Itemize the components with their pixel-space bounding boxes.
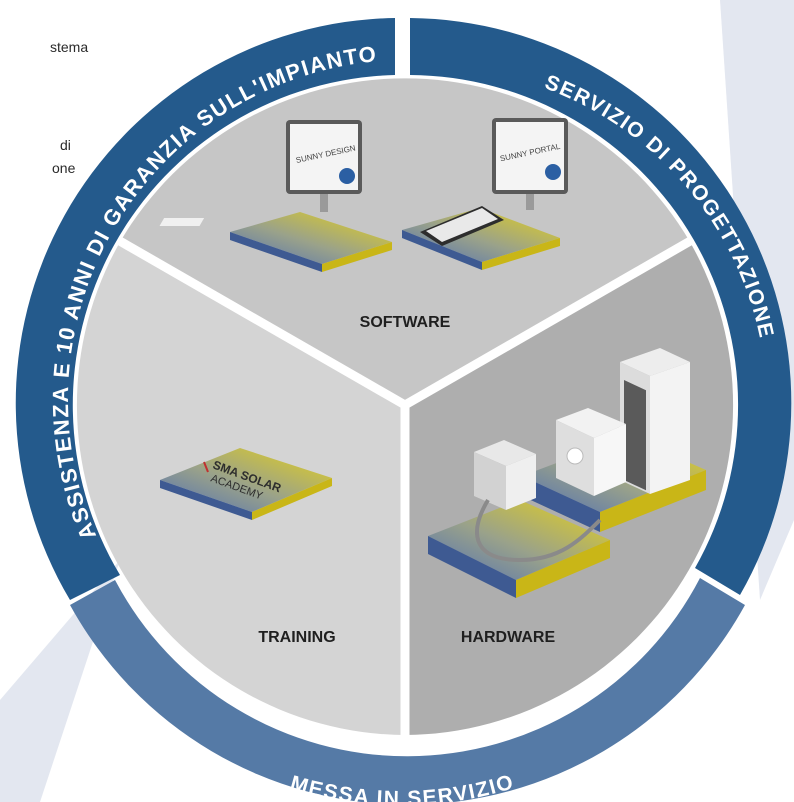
intro-text-fragment-2: di bbox=[60, 137, 71, 153]
hardware-illustration bbox=[428, 348, 706, 598]
cable-icon bbox=[475, 498, 602, 563]
academy-platform bbox=[160, 448, 332, 512]
cabinet-icon bbox=[620, 348, 690, 494]
smartphone-icon bbox=[420, 206, 504, 246]
monitor-right-icon bbox=[492, 118, 568, 210]
ring-segment-progettazione bbox=[410, 18, 792, 595]
energy-meter-icon bbox=[474, 440, 536, 510]
ring-segment-messa-in-servizio bbox=[70, 578, 745, 802]
intro-text-fragment-1: stema bbox=[50, 39, 89, 55]
monitor-left-icon bbox=[159, 120, 362, 226]
divider-left bbox=[115, 236, 408, 409]
hardware-platform-front bbox=[428, 500, 610, 580]
inverter-icon bbox=[556, 408, 626, 496]
software-platform-right bbox=[402, 208, 560, 262]
software-illustration: SUNNY DESIGN SUNNY PORTAL bbox=[159, 118, 568, 272]
ring-segment-assistenza bbox=[15, 18, 395, 600]
sector-label-software: SOFTWARE bbox=[360, 314, 451, 331]
software-platform-left bbox=[230, 212, 392, 264]
divider-right bbox=[402, 236, 695, 409]
intro-text-fragment-3: one bbox=[52, 160, 76, 176]
sector-label-hardware: HARDWARE bbox=[461, 629, 556, 646]
training-illustration: SMA SOLAR ACADEMY bbox=[160, 448, 332, 520]
sector-label-training: TRAINING bbox=[258, 629, 335, 646]
